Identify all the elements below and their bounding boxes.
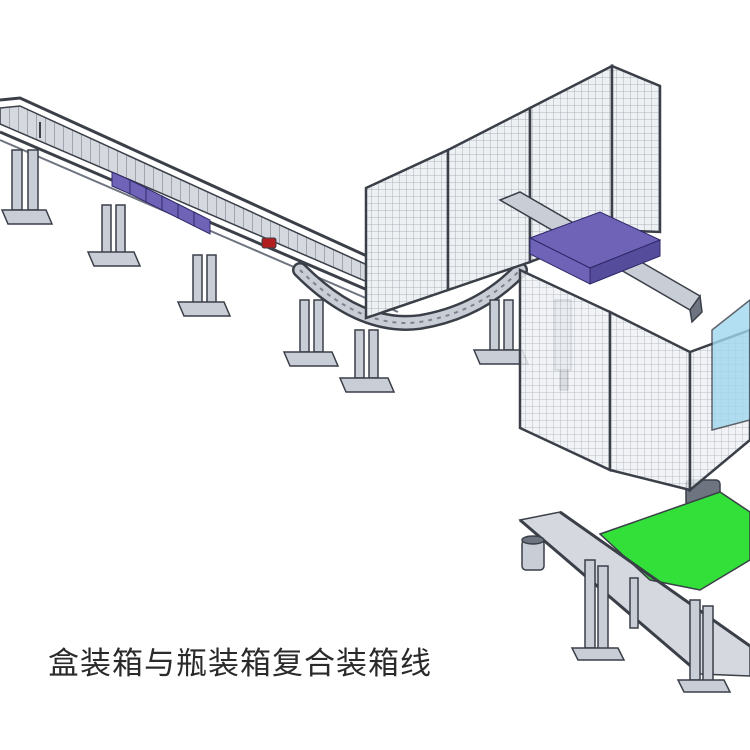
curved-conveyor (292, 262, 528, 331)
safety-fence-front (518, 268, 750, 493)
diagram-caption: 盒装箱与瓶装箱复合装箱线 (48, 646, 432, 682)
product-grid-cell (528, 211, 662, 285)
safety-fence-back (364, 63, 662, 320)
support-legs (0, 149, 530, 393)
cylinder-device (521, 535, 545, 571)
bottle-area (711, 299, 750, 431)
product-boxes-left (111, 171, 211, 235)
green-belt-conveyor (518, 491, 750, 693)
